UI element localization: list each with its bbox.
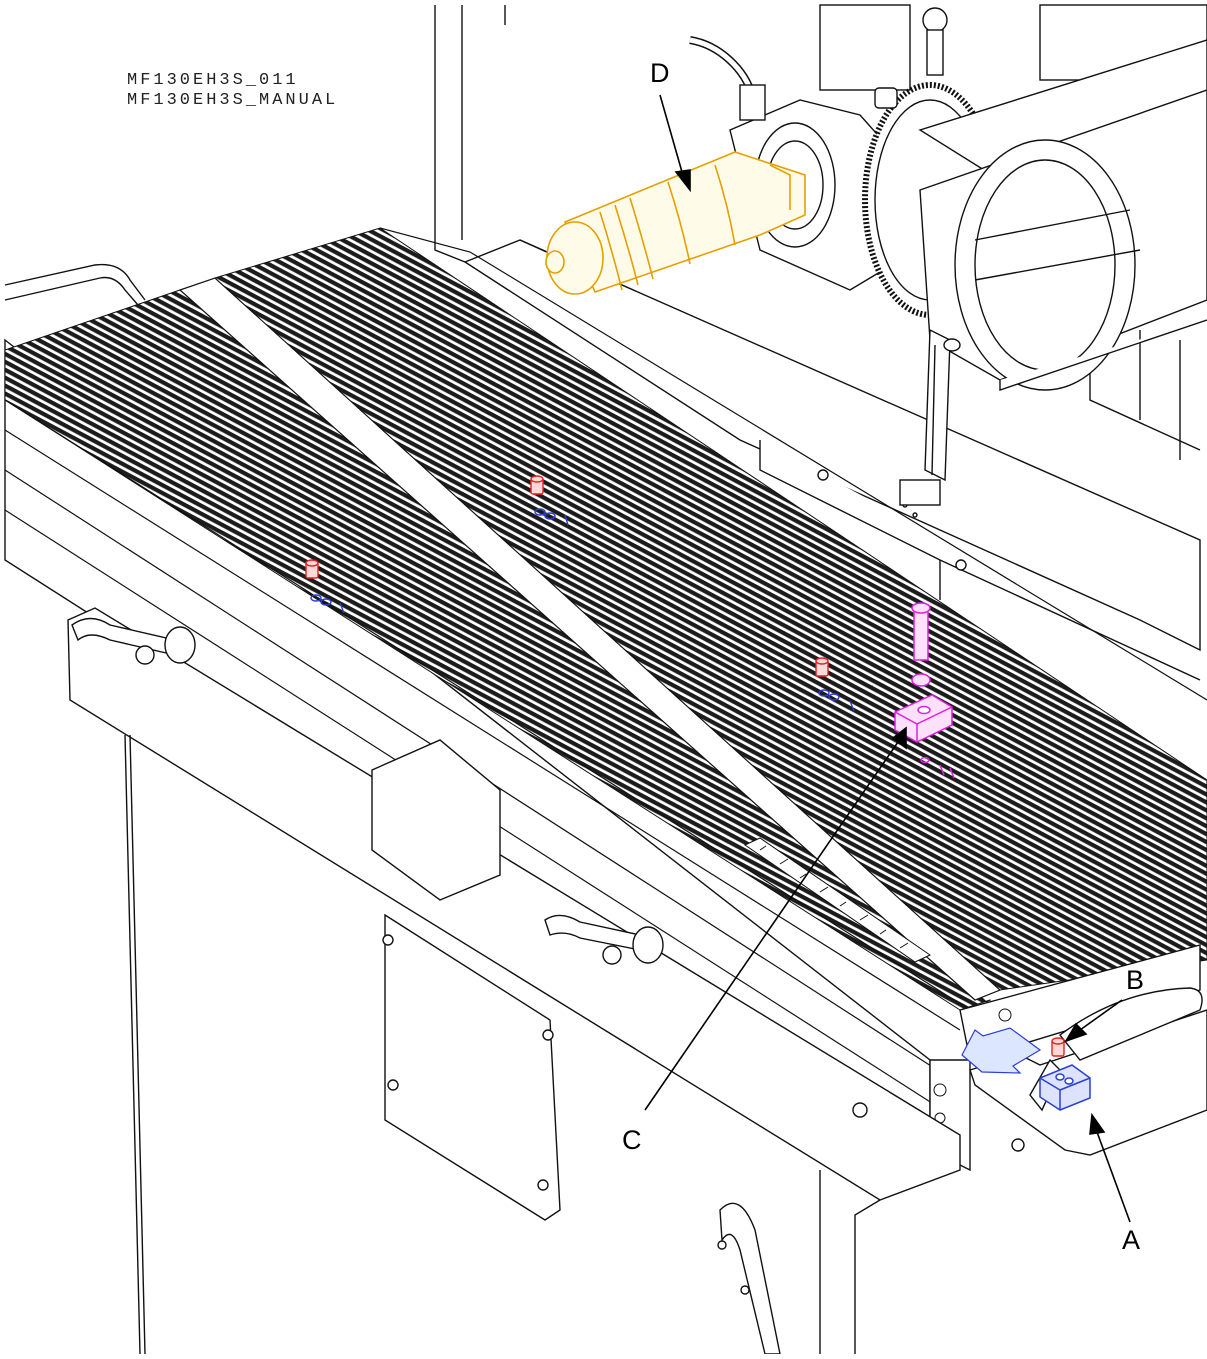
screw-icon xyxy=(305,475,1065,1057)
machine-table xyxy=(4,227,1207,1172)
knob-icon xyxy=(922,7,948,33)
spacer-icon xyxy=(911,673,931,687)
spindle-head xyxy=(689,4,1207,506)
document-code: MF130EH3S_011 xyxy=(127,71,299,90)
part-c xyxy=(894,602,955,779)
callout-label-b: B xyxy=(1126,965,1145,995)
callout-label-c: C xyxy=(622,1125,642,1155)
insertion-arrow xyxy=(961,1027,1042,1074)
lever-handle-icon xyxy=(71,617,664,965)
document-code-manual: MF130EH3S_MANUAL xyxy=(127,91,339,110)
part-a xyxy=(1039,1064,1091,1111)
tool-d xyxy=(545,151,806,295)
leader-lines xyxy=(644,94,1131,1223)
callout-label-a: A xyxy=(1122,1225,1141,1255)
callout-label-d: D xyxy=(650,58,670,88)
slot-markings xyxy=(310,508,855,712)
machine-column xyxy=(434,5,1201,681)
base-cabinet xyxy=(67,607,961,1355)
